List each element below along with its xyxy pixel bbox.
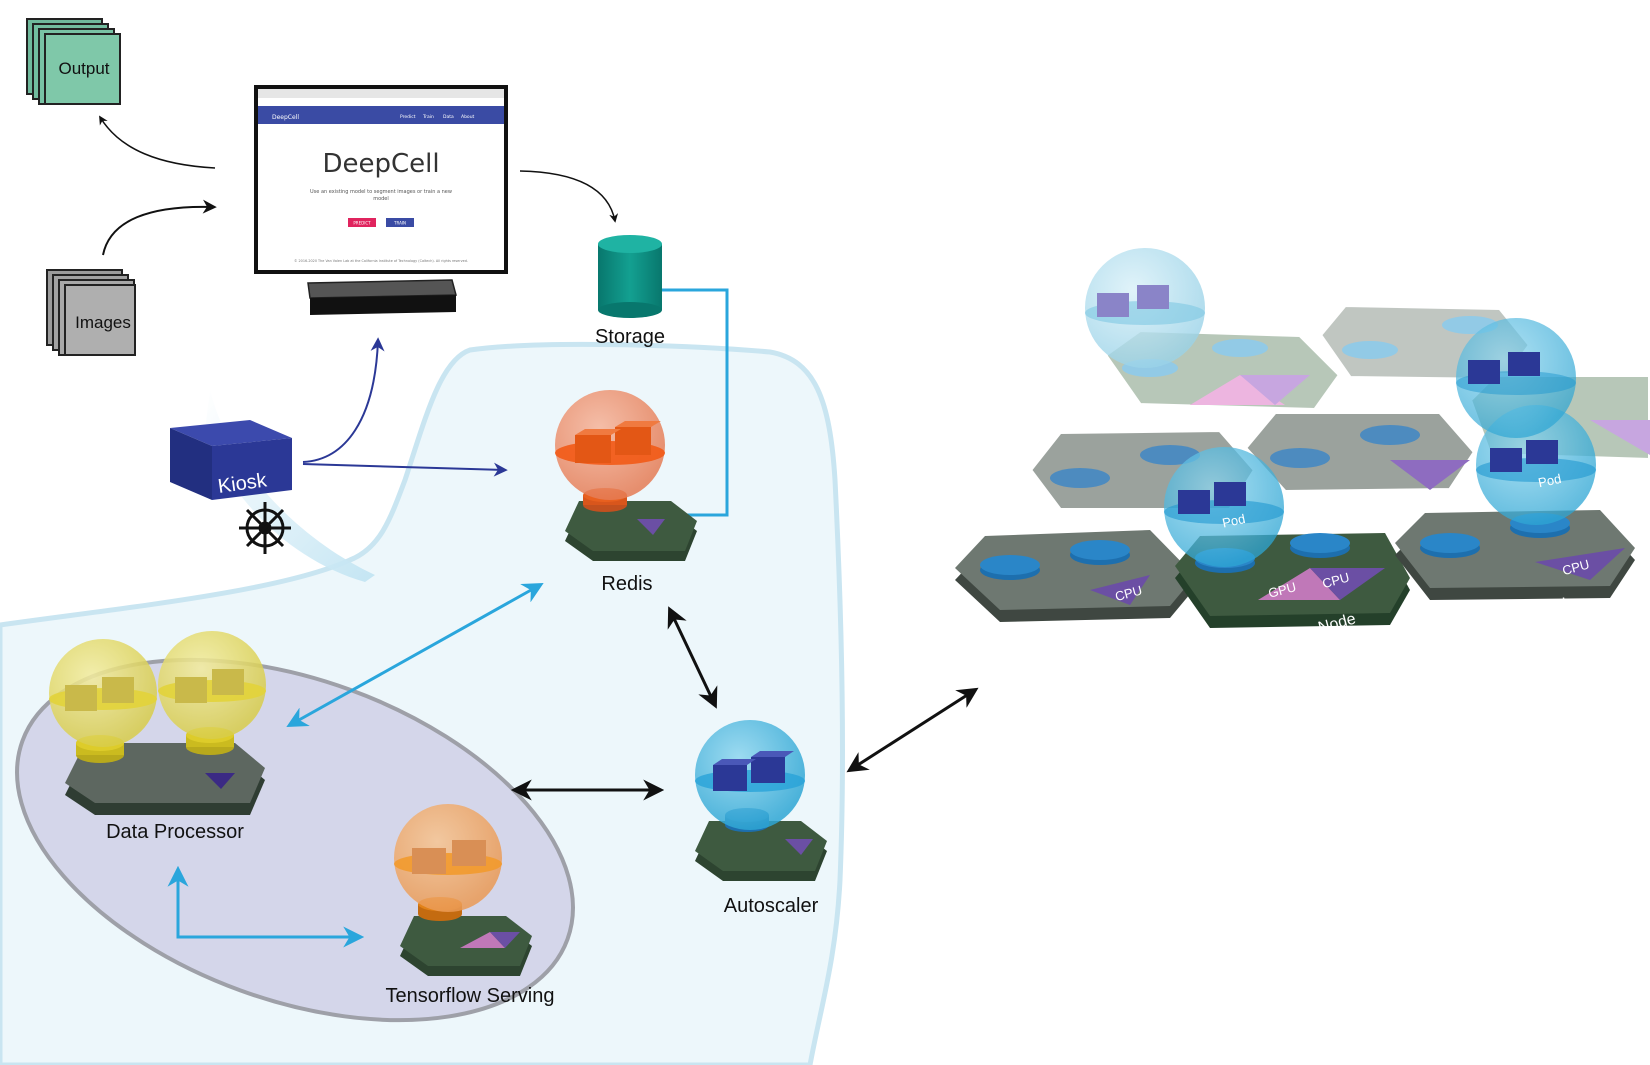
arrow-autoscaler-cluster	[846, 687, 979, 773]
pod	[1456, 318, 1576, 438]
storage-cylinder: Storage	[595, 235, 665, 348]
monitor-nav-item[interactable]: Train	[422, 114, 434, 120]
monitor-subtitle-2: model	[373, 196, 389, 202]
storage-label: Storage	[595, 326, 665, 348]
cpu-label: CPU	[1321, 569, 1351, 591]
arrow-redis-autoscaler	[667, 606, 718, 709]
autoscaler-label: Autoscaler	[724, 895, 819, 917]
data-processor-node	[49, 631, 266, 815]
arrow-monitor-to-storage	[519, 170, 619, 223]
pod	[1085, 248, 1205, 368]
monitor-subtitle-1: Use an existing model to segment images …	[310, 189, 452, 195]
monitor-train-button[interactable]	[386, 218, 414, 227]
helm-icon	[239, 502, 291, 554]
pod-label: Pod	[1221, 511, 1247, 530]
images-stack: Images	[46, 269, 136, 356]
cpu-label: CPU	[1113, 582, 1143, 604]
monitor-predict-label: PREDICT	[353, 221, 371, 226]
pod: Pod	[1164, 447, 1284, 567]
redis-label: Redis	[601, 573, 652, 595]
output-label: Output	[58, 59, 109, 78]
monitor-heading: DeepCell	[322, 149, 439, 179]
tensorflow-serving-node	[394, 804, 532, 976]
node-label: Node	[1093, 621, 1134, 647]
output-stack: Output	[26, 18, 121, 105]
deepcell-monitor: DeepCell Predict Train Data About DeepCe…	[254, 85, 508, 315]
cpu-label: CPU	[1561, 556, 1591, 578]
arrow-images-to-monitor	[102, 199, 217, 256]
arrow-to-output	[99, 115, 216, 169]
redis-node	[555, 390, 697, 561]
monitor-nav-item[interactable]: Data	[443, 114, 454, 120]
monitor-nav-item[interactable]: About	[461, 114, 475, 120]
monitor-nav: Predict Train Data About	[400, 114, 475, 120]
node-cluster: CPU Node GPU CPU Node CPU Node Pod	[955, 248, 1650, 648]
data-processor-label: Data Processor	[106, 821, 244, 843]
pod-label: Pod	[1537, 471, 1563, 490]
arrow-kiosk-to-monitor	[302, 337, 385, 463]
monitor-footer: © 2016-2020 The Van Valen Lab at the Cal…	[294, 259, 468, 263]
autoscaler-node	[695, 720, 827, 881]
images-label: Images	[75, 313, 131, 332]
arrow-redis-dataprocessor	[286, 582, 544, 728]
monitor-nav-item[interactable]: Predict	[400, 114, 416, 120]
monitor-brand: DeepCell	[272, 114, 299, 121]
monitor-predict-button[interactable]	[348, 218, 376, 227]
kiosk: Kiosk	[170, 390, 375, 582]
storage-redis-link	[662, 288, 729, 517]
monitor-train-label: TRAIN	[393, 221, 406, 226]
tensorflow-serving-label: Tensorflow Serving	[386, 985, 555, 1007]
gpu-label: GPU	[1267, 579, 1298, 601]
arrow-dataprocessor-tfserving	[167, 865, 365, 948]
arrow-kiosk-to-redis	[302, 462, 508, 477]
